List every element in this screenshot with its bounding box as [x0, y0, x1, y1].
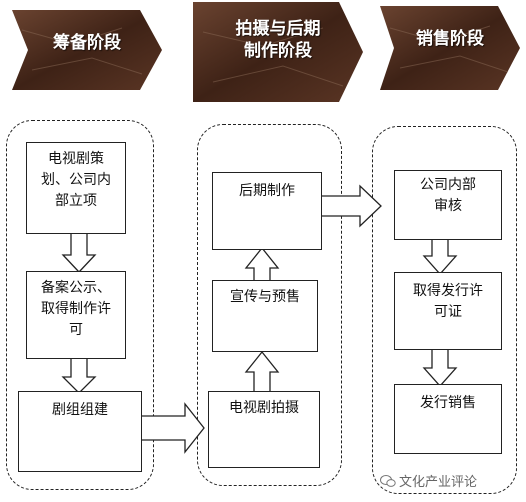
- box-text-line: 部立项: [55, 193, 97, 209]
- banner-shape: [193, 2, 363, 102]
- stage-banner-production: 拍摄与后期 制作阶段: [193, 2, 363, 102]
- box-post: 后期制作: [212, 172, 322, 250]
- watermark-text: 文化产业评论: [399, 475, 478, 490]
- box-crew: 剧组组建: [18, 391, 142, 472]
- box-planning: 电视剧策 划、公司内 部立项: [26, 142, 126, 234]
- box-review: 公司内部 审核: [394, 170, 502, 240]
- stage-title-line: 制作阶段: [244, 41, 312, 61]
- production-group: [197, 124, 342, 486]
- box-text-line: 备案公示、: [41, 280, 111, 296]
- stage-title: 销售阶段: [416, 29, 484, 49]
- box-text-line: 电视剧策: [48, 151, 104, 167]
- box-text-line: 发行销售: [420, 395, 476, 411]
- banner-shape: [380, 6, 520, 90]
- box-text-line: 取得制作许: [41, 301, 111, 317]
- arrow-down: [422, 347, 458, 387]
- stage-banner-sales: 销售阶段: [380, 6, 520, 90]
- arrow-right: [139, 402, 205, 454]
- box-text-line: 宣传与预售: [230, 289, 300, 305]
- arrow-down: [422, 237, 458, 275]
- arrow-right: [319, 184, 382, 228]
- box-shooting: 电视剧拍摄: [208, 391, 320, 468]
- box-filing: 备案公示、 取得制作许 可: [26, 271, 126, 359]
- box-text-line: 电视剧拍摄: [229, 400, 299, 416]
- box-distribution: 发行销售: [394, 384, 502, 454]
- box-text-line: 取得发行许: [413, 283, 483, 299]
- arrow-up: [244, 350, 280, 393]
- stage-title: 筹备阶段: [53, 33, 121, 53]
- arrow-up: [244, 246, 280, 283]
- wechat-icon: [380, 475, 396, 487]
- box-promotion: 宣传与预售: [212, 280, 318, 352]
- watermark: 文化产业评论: [380, 471, 477, 490]
- stage-title-line: 拍摄与后期: [235, 19, 321, 39]
- banner-shape: [12, 10, 162, 90]
- box-text-line: 审核: [434, 198, 462, 214]
- box-text-line: 公司内部: [420, 177, 476, 193]
- box-text-line: 可: [69, 322, 83, 338]
- box-text-line: 后期制作: [239, 183, 295, 199]
- arrow-down: [61, 357, 97, 394]
- preparation-group: [6, 120, 154, 490]
- stage-banner-preparation: 筹备阶段: [12, 10, 162, 90]
- sales-group: [372, 126, 517, 494]
- box-license: 取得发行许 可证: [394, 272, 502, 350]
- arrow-down: [61, 231, 97, 273]
- box-text-line: 划、公司内: [41, 172, 111, 188]
- box-text-line: 可证: [434, 304, 462, 320]
- box-text-line: 剧组组建: [52, 402, 108, 418]
